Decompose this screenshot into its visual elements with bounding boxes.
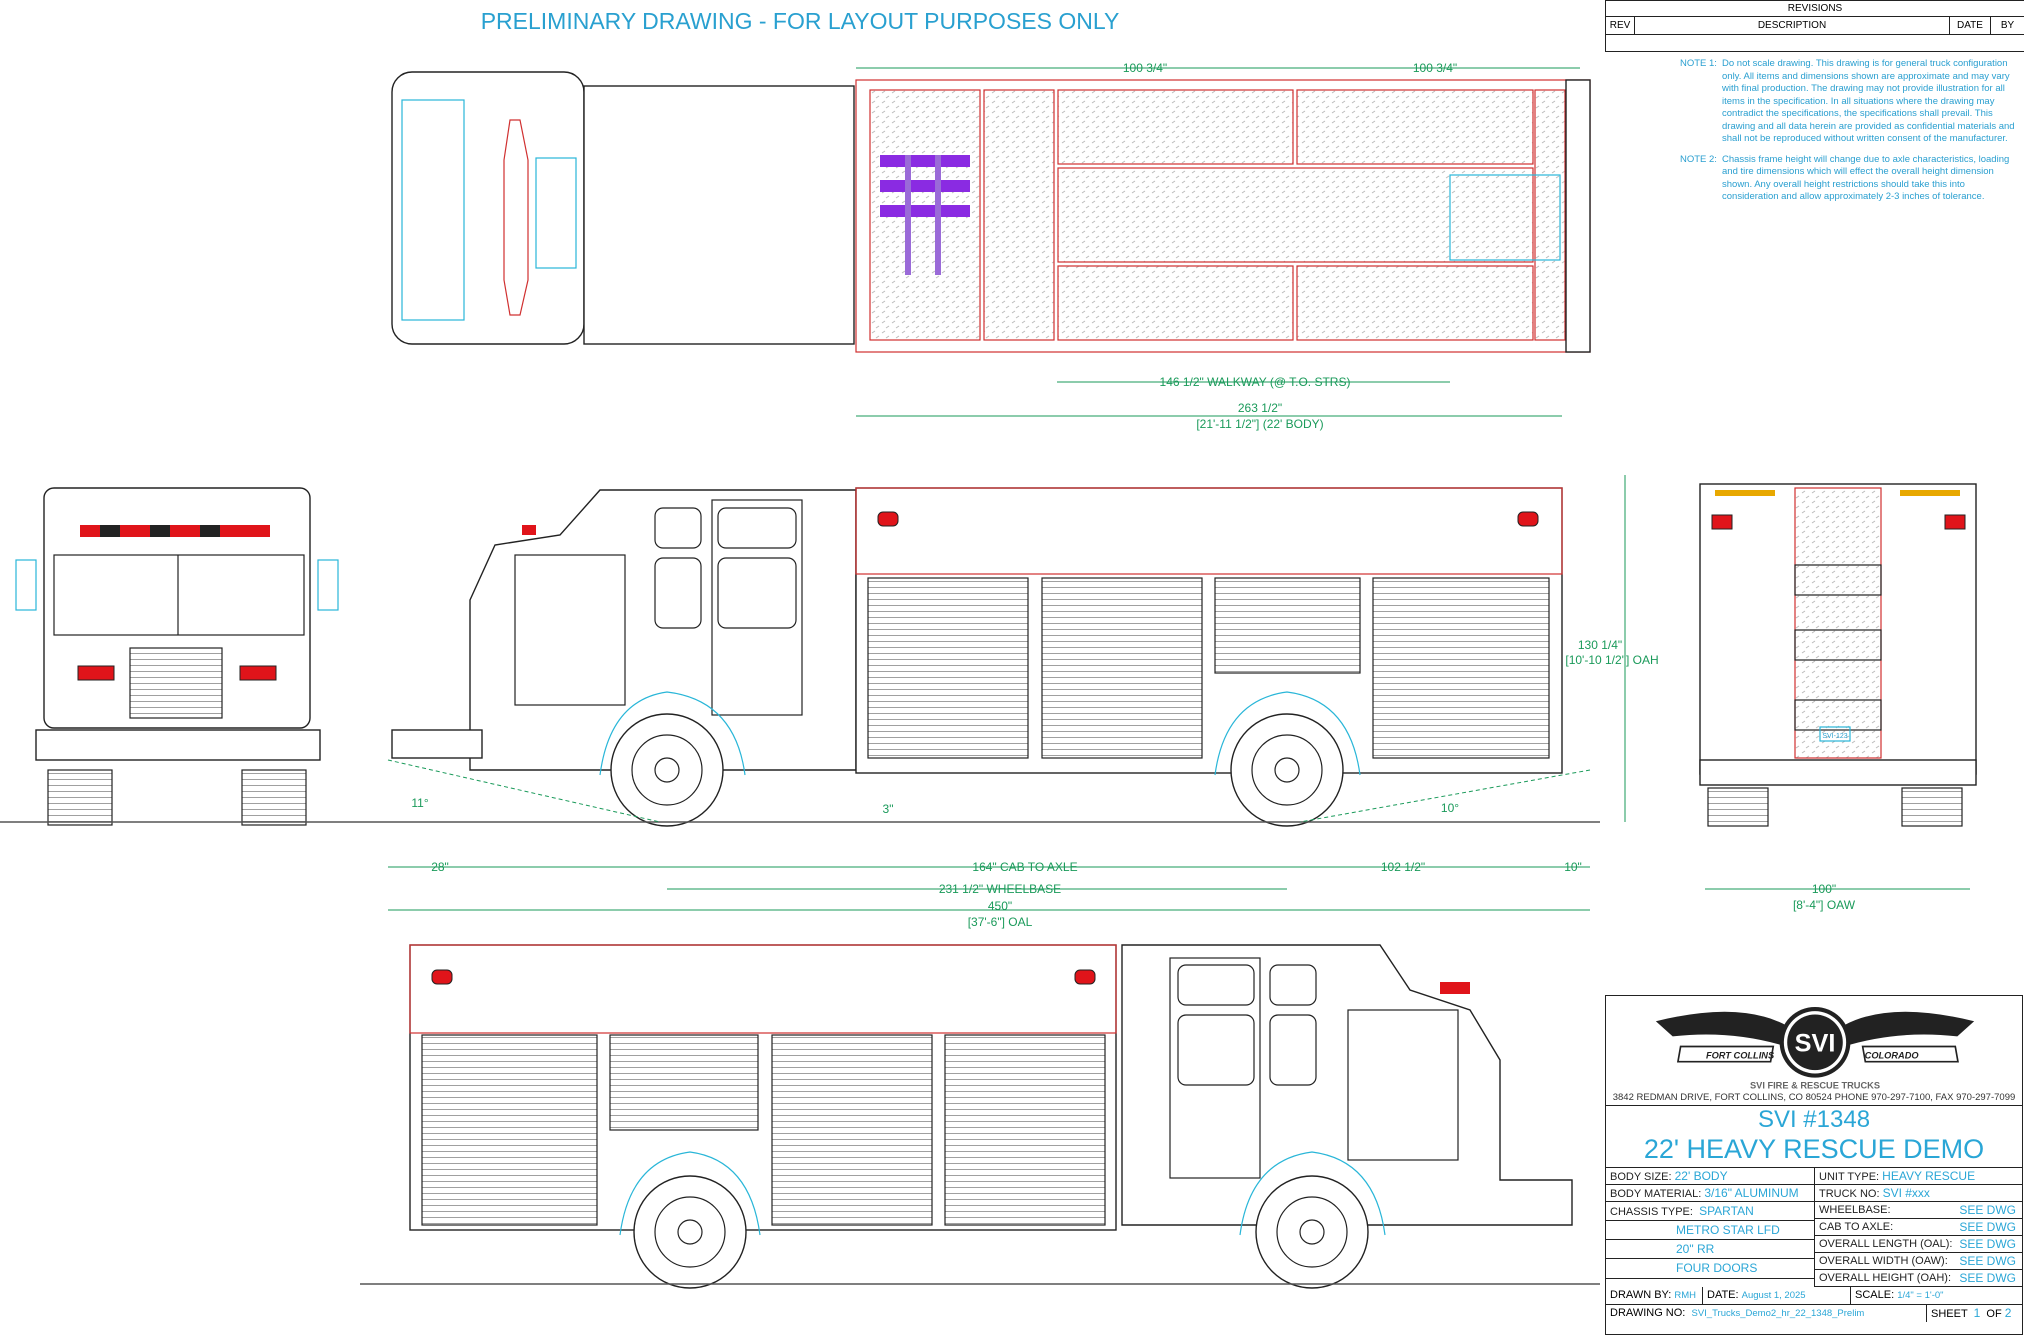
spec-chassis-type: CHASSIS TYPE: SPARTAN xyxy=(1606,1202,1814,1221)
spec-oaw: OVERALL WIDTH (OAW):SEE DWG xyxy=(1815,1253,2022,1270)
company-address: 3842 REDMAN DRIVE, FORT COLLINS, CO 8052… xyxy=(1612,1092,2016,1103)
notes: NOTE 1: Do not scale drawing. This drawin… xyxy=(1680,58,2015,212)
company-logo: SVI FORT COLLINS COLORADO SVI FIRE & RES… xyxy=(1606,996,2022,1106)
spec-truck-no: TRUCK NO: SVI #xxx xyxy=(1815,1185,2022,1202)
logo-brand: SVI xyxy=(1795,1030,1836,1058)
dim-departure-angle: 10° xyxy=(1441,801,1459,815)
spec-wheelbase: WHEELBASE:SEE DWG xyxy=(1815,1202,2022,1219)
note-1: NOTE 1: Do not scale drawing. This drawin… xyxy=(1680,58,2015,146)
drawing-title: PRELIMINARY DRAWING - FOR LAYOUT PURPOSE… xyxy=(480,8,1120,34)
svi-wings-logo: SVI FORT COLLINS COLORADO SVI FIRE & RES… xyxy=(1655,1006,1975,1091)
spec-body-material: BODY MATERIAL: 3/16" ALUMINUM xyxy=(1606,1185,1814,1202)
col-rev: REV xyxy=(1606,17,1635,34)
rear-view xyxy=(1699,483,1977,890)
dim-width-ft: [8'-4"] OAW xyxy=(1793,898,1856,912)
job-title: SVI #1348 22' HEAVY RESCUE DEMO xyxy=(1606,1106,2022,1168)
sheet-number: SHEET 1 OF 2 xyxy=(1931,1306,2012,1320)
note-text: Chassis frame height will change due to … xyxy=(1722,153,2010,203)
job-number: SVI #1348 xyxy=(1757,1106,1871,1133)
drawing-no-label: DRAWING NO: xyxy=(1610,1307,1686,1319)
rear-license-plate: SVI-123 xyxy=(1822,733,1847,740)
dim-compartment-1: 100 3/4" xyxy=(1123,61,1167,75)
revisions-heading: REVISIONS xyxy=(1606,1,2024,17)
top-view xyxy=(391,67,1591,417)
dim-height: 130 1/4" xyxy=(1578,638,1622,652)
date: DATE: August 1, 2025 xyxy=(1703,1287,1851,1304)
dim-front-overhang: 28" xyxy=(431,860,449,874)
dim-width: 100" xyxy=(1812,882,1836,896)
front-view xyxy=(15,487,339,826)
col-date: DATE xyxy=(1950,17,1991,34)
logo-company: SVI FIRE & RESCUE TRUCKS xyxy=(1750,1081,1880,1091)
job-name: 22' HEAVY RESCUE DEMO xyxy=(1643,1134,1985,1164)
spec-grid: BODY SIZE: 22' BODY BODY MATERIAL: 3/16"… xyxy=(1606,1168,2022,1287)
spec-body-size: BODY SIZE: 22' BODY xyxy=(1606,1168,1814,1185)
spec-chassis-wheel: 20" RR xyxy=(1606,1240,1814,1259)
spec-left: BODY SIZE: 22' BODY BODY MATERIAL: 3/16"… xyxy=(1606,1168,1815,1287)
curbside-view xyxy=(360,944,1600,1289)
dim-cab-to-axle: 164" CAB TO AXLE xyxy=(972,860,1077,874)
drawing-no-row: DRAWING NO: SVI_Trucks_Demo2_hr_22_1348_… xyxy=(1606,1305,2022,1322)
drawn-row: DRAWN BY: RMH DATE: August 1, 2025 SCALE… xyxy=(1606,1287,2022,1305)
dim-rear-overhang: 102 1/2" xyxy=(1381,860,1425,874)
spec-right: UNIT TYPE: HEAVY RESCUE TRUCK NO: SVI #x… xyxy=(1815,1168,2022,1287)
note-text: Do not scale drawing. This drawing is fo… xyxy=(1722,58,2015,144)
dim-body-length-ft: [21'-11 1/2"] (22' BODY) xyxy=(1196,417,1323,431)
ladder-rack xyxy=(880,155,970,275)
revisions-table: REVISIONS REV DESCRIPTION DATE BY xyxy=(1605,0,2024,52)
dim-approach-angle: 11° xyxy=(411,796,428,810)
spec-chassis-doors: FOUR DOORS xyxy=(1606,1259,1814,1279)
col-by: BY xyxy=(2000,20,2015,31)
side-view xyxy=(0,475,1626,911)
drawing-number: DRAWING NO: SVI_Trucks_Demo2_hr_22_1348_… xyxy=(1606,1305,1927,1322)
spec-oah: OVERALL HEIGHT (OAH):SEE DWG xyxy=(1815,1270,2022,1287)
dim-body-length: 263 1/2" xyxy=(1238,401,1282,415)
title-block: SVI FORT COLLINS COLORADO SVI FIRE & RES… xyxy=(1605,995,2023,1335)
scale: SCALE: 1/4" = 1'-0" xyxy=(1855,1289,1944,1301)
dim-wheelbase: 231 1/2" WHEELBASE xyxy=(939,882,1061,896)
revisions-header-row: REV DESCRIPTION DATE BY xyxy=(1606,17,2024,35)
spec-oal: OVERALL LENGTH (OAL):SEE DWG xyxy=(1815,1236,2022,1253)
sheet-label: SHEET xyxy=(1931,1308,1968,1320)
dim-bumper-gap: 3" xyxy=(883,802,894,816)
note-label: NOTE 2: xyxy=(1680,153,1717,165)
col-description: DESCRIPTION xyxy=(1635,17,1950,34)
spec-cab-to-axle: CAB TO AXLE:SEE DWG xyxy=(1815,1219,2022,1236)
spec-chassis-model: METRO STAR LFD xyxy=(1606,1221,1814,1240)
dim-walkway: 146 1/2" WALKWAY (@ T.O. STRS) xyxy=(1160,375,1351,389)
dim-rear-step: 10" xyxy=(1564,860,1582,874)
drawing-no-value: SVI_Trucks_Demo2_hr_22_1348_Prelim xyxy=(1691,1308,1865,1319)
dim-compartment-2: 100 3/4" xyxy=(1413,61,1457,75)
dim-oal: 450" xyxy=(988,899,1012,913)
note-2: NOTE 2: Chassis frame height will change … xyxy=(1680,154,2015,204)
logo-city: FORT COLLINS xyxy=(1706,1050,1775,1060)
note-label: NOTE 1: xyxy=(1680,58,1717,69)
logo-state: COLORADO xyxy=(1865,1050,1920,1060)
spec-unit-type: UNIT TYPE: HEAVY RESCUE xyxy=(1815,1168,2022,1185)
dim-oal-ft: [37'-6"] OAL xyxy=(968,915,1033,929)
drawn-by: DRAWN BY: RMH xyxy=(1606,1287,1703,1304)
dim-height-ft: [10'-10 1/2"] OAH xyxy=(1565,653,1658,667)
